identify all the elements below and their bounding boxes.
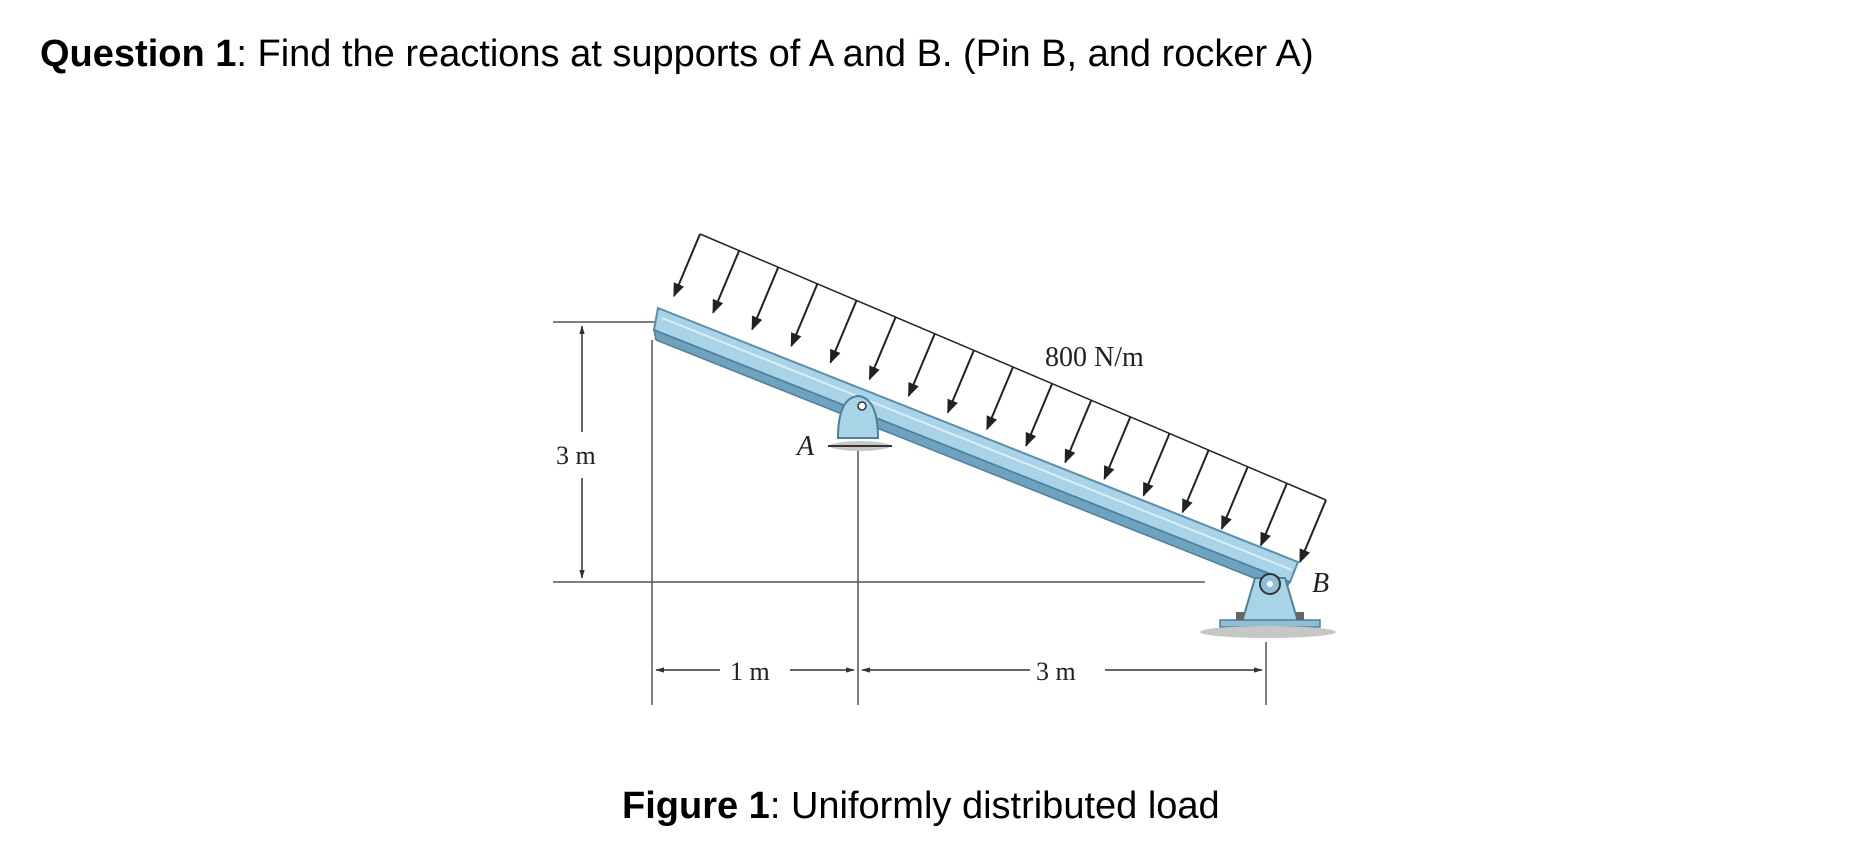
- beam-highlight: [661, 317, 1293, 571]
- inclined-beam: [652, 306, 1300, 591]
- question-separator: :: [236, 33, 258, 75]
- load-arrow: [1103, 416, 1132, 481]
- load-arrow: [1220, 466, 1249, 531]
- height-label: 3 m: [556, 441, 596, 470]
- beam-body: [652, 306, 1300, 584]
- figure-caption: Figure 1: Uniformly distributed load: [622, 780, 1220, 832]
- load-arrow: [1064, 399, 1093, 464]
- load-arrow: [829, 300, 858, 364]
- caption-body: Uniformly distributed load: [790, 785, 1220, 827]
- span-left-label: 1 m: [730, 657, 770, 686]
- pin-support-b: [1200, 573, 1336, 638]
- caption-separator: :: [769, 785, 791, 827]
- dimension-lines: [553, 321, 1267, 705]
- rocker-support-a: [828, 394, 892, 451]
- question-text: Question 1: Find the reactions at suppor…: [40, 28, 1314, 80]
- load-arrow: [790, 283, 819, 348]
- load-arrow: [986, 366, 1014, 431]
- load-arrow: [673, 233, 701, 298]
- caption-label: Figure 1: [622, 785, 770, 827]
- question-body: Find the reactions at supports of A and …: [257, 33, 1314, 75]
- pin-bolt-right: [1296, 612, 1304, 620]
- load-label: 800 N/m: [1045, 342, 1144, 373]
- load-arrow: [1299, 499, 1327, 564]
- load-arrow: [1259, 482, 1288, 547]
- load-arrow: [946, 349, 975, 414]
- load-arrow: [751, 266, 780, 331]
- rocker-pin: [857, 401, 867, 411]
- pin-shadow: [1200, 626, 1336, 638]
- pin-bolt-left: [1236, 612, 1244, 620]
- load-arrow: [1025, 383, 1054, 447]
- support-a-label: A: [795, 431, 815, 462]
- load-arrow: [1142, 433, 1171, 497]
- load-arrow: [712, 250, 741, 314]
- distributed-load-arrows: [673, 233, 1327, 564]
- load-arrow: [1181, 449, 1210, 514]
- beam-shadow-face: [652, 328, 1292, 591]
- load-arrow: [907, 333, 936, 398]
- span-right-label: 3 m: [1036, 657, 1076, 686]
- pin-base-plate: [1219, 619, 1321, 628]
- question-label: Question 1: [40, 33, 237, 75]
- load-envelope-line: [699, 233, 1327, 501]
- pin-center: [1267, 581, 1273, 587]
- rocker-body: [836, 394, 880, 439]
- support-b-label: B: [1312, 568, 1329, 599]
- load-arrow: [868, 316, 897, 381]
